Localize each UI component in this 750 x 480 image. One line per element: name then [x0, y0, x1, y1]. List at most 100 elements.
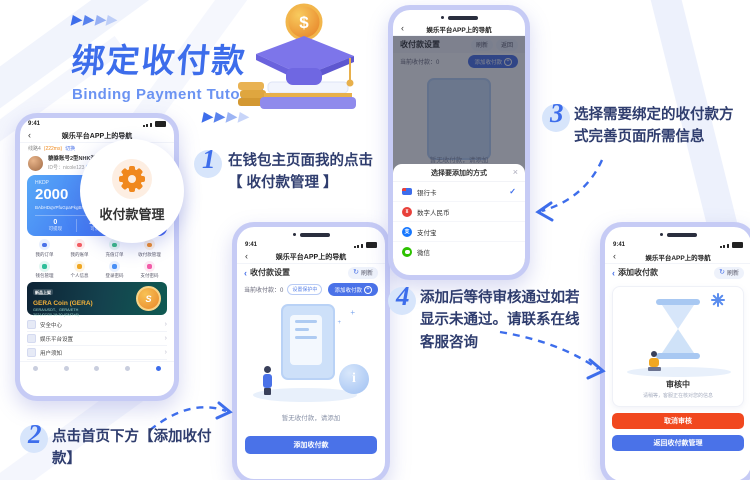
section-title: 添加收付款: [618, 268, 658, 277]
speaker-notch: [237, 227, 385, 239]
payment-manage-icon: [144, 239, 155, 251]
review-status-subtitle: 请稍等，客服正在核对您的信息: [642, 393, 713, 399]
info-icon: i: [339, 364, 369, 394]
close-icon[interactable]: ×: [512, 167, 518, 177]
grid-item-orders[interactable]: 我的订单: [27, 239, 62, 258]
step-4-number: 4: [388, 281, 422, 315]
menu-item-platform-settings[interactable]: 娱乐平台设置 ›: [27, 332, 167, 347]
option-alipay[interactable]: 支 支付宝: [393, 222, 525, 242]
ground-shadow: [253, 388, 357, 402]
sparkle-icon: +: [350, 308, 355, 317]
method-bottom-sheet: 选择要添加的方式 × 银行卡 ✓ ¥ 数字人民币 支 支付宝: [393, 164, 525, 265]
back-icon[interactable]: ‹: [401, 23, 404, 33]
banner-pairs: GERA/USDT、GERA/ETH: [33, 308, 79, 313]
sheet-title: 选择要添加的方式: [431, 169, 487, 177]
route-line: 线路4 (222ms) 切换: [28, 145, 76, 153]
battery-icon: [732, 241, 743, 249]
grid-item-recharge[interactable]: 充值订单: [97, 239, 132, 258]
return-payment-manage-button[interactable]: 返回收付款管理: [612, 435, 744, 451]
phone-mockup-4: 9:41 ‹ 娱乐平台APP上的导航 ‹ 添加收付款 ↻刷新: [600, 222, 750, 480]
clipboard-illustration: [281, 304, 335, 380]
tab-icon[interactable]: [94, 365, 100, 371]
signal-icon: [720, 241, 743, 249]
back-icon[interactable]: ‹: [613, 251, 616, 261]
nav-title: 娱乐平台APP上的导航: [275, 253, 347, 261]
tab-icon[interactable]: [63, 365, 69, 371]
grid-item-wallet-manage[interactable]: 钱包管理: [27, 260, 62, 280]
grid-item-profile[interactable]: 个人信息: [62, 260, 97, 280]
add-payment-pill-button[interactable]: 添加收付款+: [328, 283, 378, 296]
balance-value: 2000: [35, 186, 69, 203]
back-icon[interactable]: ‹: [612, 267, 615, 278]
grid-item-bills[interactable]: 我的账单: [62, 239, 97, 258]
alipay-icon: 支: [402, 226, 412, 237]
status-bar: 9:41: [605, 239, 750, 250]
cancel-review-button[interactable]: 取消审核: [612, 413, 744, 429]
status-bar: 9:41: [237, 239, 385, 250]
plus-icon: +: [364, 285, 372, 294]
security-icon: [27, 320, 36, 330]
arrow-decoration-icon: ▶▶▶▶: [70, 11, 121, 27]
chevron-right-icon: ›: [164, 349, 167, 357]
phone-mockup-2: 9:41 ‹ 娱乐平台APP上的导航 ‹ 收付款设置 ↻刷新 当前收付款：0 设…: [232, 222, 390, 480]
payment-count: 当前收付款：0: [244, 288, 284, 294]
signal-icon: [143, 120, 166, 128]
refresh-button[interactable]: ↻刷新: [714, 266, 744, 279]
grid-item-pay-password[interactable]: 支付密码: [132, 260, 167, 280]
menu-item-user-notice[interactable]: 用户须知 ›: [27, 346, 167, 361]
add-payment-button[interactable]: 添加收付款: [245, 436, 377, 454]
section-header: ‹ 添加收付款 ↻刷新: [605, 264, 750, 281]
step-3-number: 3: [542, 98, 576, 132]
phone-mockup-3: ‹ 娱乐平台APP上的导航 收付款设置 刷新 返回 当前收付款：0 添加收付款+: [388, 5, 530, 280]
option-digital-rmb[interactable]: ¥ 数字人民币: [393, 202, 525, 222]
step-1-number: 1: [194, 144, 228, 178]
nav-bar: ‹ 娱乐平台APP上的导航: [20, 129, 174, 143]
gera-coin-banner[interactable]: 新品上架 GERA Coin (GERA) GERA/USDT、GERA/ETH…: [27, 282, 167, 317]
protect-badge: 设置保护中: [287, 284, 323, 295]
banner-date: 2021/07/30 19:30 (GMT+8): [33, 312, 79, 317]
section-header: ‹ 收付款设置 ↻刷新: [237, 264, 385, 281]
grid-item-login-password[interactable]: 登录密码: [97, 260, 132, 280]
step-1-text: 在钱包主页面我的点击【 收付款管理 】: [228, 153, 373, 192]
check-icon: ✓: [509, 187, 516, 196]
step-3-text: 选择需要绑定的收付款方式完善页面所需信息: [574, 107, 734, 146]
switch-route-link[interactable]: 切换: [65, 146, 76, 152]
nav-title: 娱乐平台APP上的导航: [426, 26, 492, 34]
gera-coin-icon: S: [136, 286, 161, 312]
sparkle-icon: +: [337, 320, 341, 326]
nav-bar: ‹ 娱乐平台APP上的导航: [237, 250, 385, 264]
menu-item-security[interactable]: 安全中心 ›: [27, 318, 167, 333]
speaker-notch: [393, 10, 525, 22]
digital-rmb-icon: ¥: [402, 206, 412, 217]
tab-icon[interactable]: [125, 365, 131, 371]
status-bar: 9:41: [20, 118, 174, 129]
back-icon[interactable]: ‹: [244, 267, 247, 278]
phone-mockup-1: 9:41 ‹ 娱乐平台APP上的导航 线路4 (222ms) 切换 貔貅账号2型…: [15, 113, 179, 401]
refresh-icon: ↻: [353, 269, 359, 276]
nav-title: 娱乐平台APP上的导航: [645, 254, 711, 262]
back-icon[interactable]: ‹: [28, 130, 31, 140]
header: ▶▶▶▶ 绑定收付款 Binding Payment Tutorial ▶▶▶▶: [70, 11, 265, 124]
sparkle-burst-icon: [711, 293, 725, 307]
tab-icon-active[interactable]: [156, 365, 162, 371]
grid-item-payment-manage[interactable]: 收付款管理: [132, 239, 167, 258]
recharge-icon: [109, 239, 120, 251]
battery-icon: [155, 120, 166, 128]
gear-icon: [112, 159, 152, 199]
battery-icon: [366, 241, 377, 249]
refresh-button[interactable]: ↻刷新: [348, 266, 378, 279]
chevron-right-icon: ›: [164, 321, 167, 329]
chevron-right-icon: ›: [164, 335, 167, 343]
tab-icon[interactable]: [32, 365, 38, 371]
avatar[interactable]: [28, 156, 43, 171]
wechat-icon: [402, 246, 412, 257]
step-4-text: 添加后等待审核通过如若显示未通过。请联系在线客服咨询: [420, 290, 580, 351]
back-icon[interactable]: ‹: [245, 251, 248, 261]
option-wechat[interactable]: 微信: [393, 242, 525, 261]
empty-text: 暂无收付款，请添加: [281, 415, 341, 422]
option-bank-card[interactable]: 银行卡 ✓: [393, 182, 525, 202]
ground-shadow: [627, 367, 731, 377]
orders-icon: [39, 239, 50, 251]
bottom-tab-bar: [20, 361, 174, 374]
